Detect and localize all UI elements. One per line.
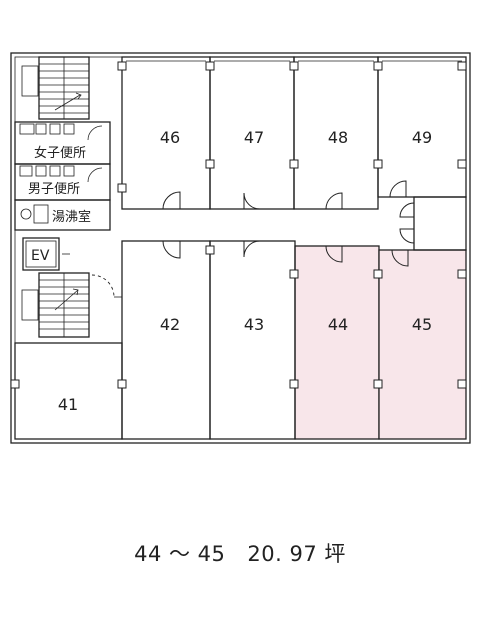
womens-toilet-label: 女子便所 [34,145,86,161]
unit-42-label: 42 [160,315,180,334]
caption: 44 ～ 45 20. 97 坪 [0,538,480,568]
elevator-label: EV [31,248,50,264]
kitchenette-label: 湯沸室 [52,209,91,225]
unit-43-outline [209,240,296,440]
floor-plan: 46 47 48 49 42 43 44 45 41 女子便所 男子便所 湯沸室… [10,52,471,444]
caption-units: 44 ～ 45 [134,542,226,566]
storage-room [413,196,467,251]
unit-44-fill [294,245,380,440]
unit-41-outline [14,342,123,440]
unit-43-label: 43 [244,315,264,334]
unit-45-fill [378,249,467,440]
unit-47-label: 47 [244,128,264,147]
unit-42-outline [121,240,211,440]
unit-44-label: 44 [328,315,348,334]
unit-41-label: 41 [58,395,78,414]
unit-48-label: 48 [328,128,348,147]
elevator-shaft [22,237,60,271]
caption-area: 20. 97 坪 [247,542,346,566]
unit-49-label: 49 [412,128,432,147]
unit-45-label: 45 [412,315,432,334]
unit-49-outline [377,56,467,198]
kitchenette-room [14,199,111,231]
mens-toilet-label: 男子便所 [28,182,80,197]
building-outline [10,52,471,444]
unit-46-label: 46 [160,128,180,147]
